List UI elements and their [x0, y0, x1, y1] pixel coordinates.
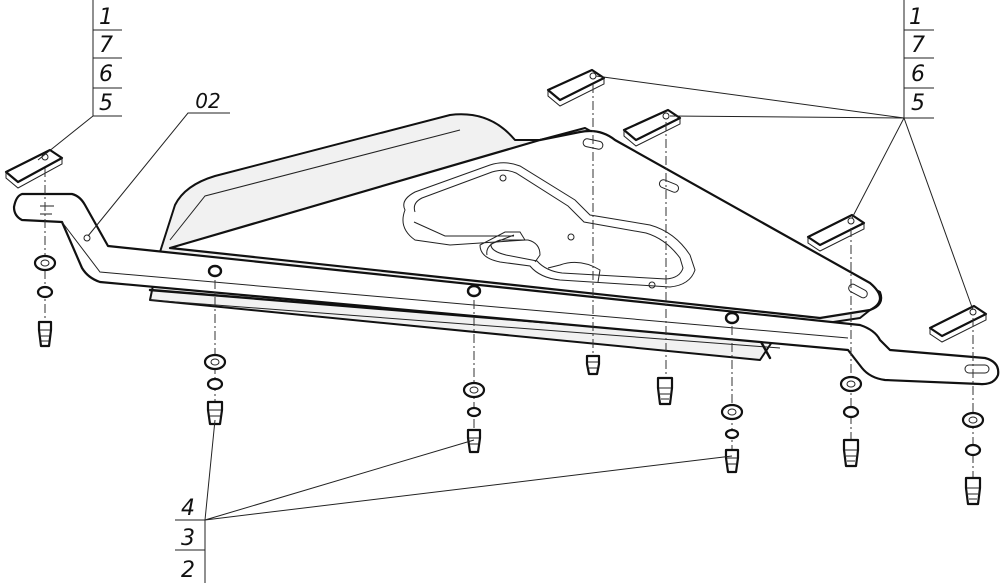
callout-bottom: 4 3 2	[181, 496, 195, 583]
triangular-bracket-plate	[168, 129, 882, 320]
callout-left-7: 7	[99, 33, 113, 58]
callout-left-6: 6	[99, 62, 113, 87]
crossbar	[12, 192, 1000, 386]
callout-left-5: 5	[99, 91, 113, 116]
callout-right-7: 7	[911, 33, 925, 58]
callout-bottom-3: 3	[181, 526, 195, 551]
callout-bottom-4: 4	[181, 496, 195, 521]
fasteners	[33, 254, 985, 506]
callout-left-1: 1	[99, 5, 113, 30]
callout-right: 1 7 6 5	[909, 5, 925, 116]
callout-bottom-2: 2	[181, 558, 195, 583]
bar-holes	[207, 264, 740, 325]
top-clamp-plates	[4, 68, 988, 343]
callout-right-1: 1	[909, 5, 923, 30]
callout-plate-label: 02	[195, 89, 220, 113]
callout-right-6: 6	[911, 62, 925, 87]
leader-lines	[37, 0, 974, 583]
callout-right-5: 5	[911, 91, 925, 116]
callout-left: 1 7 6 5	[99, 5, 113, 116]
